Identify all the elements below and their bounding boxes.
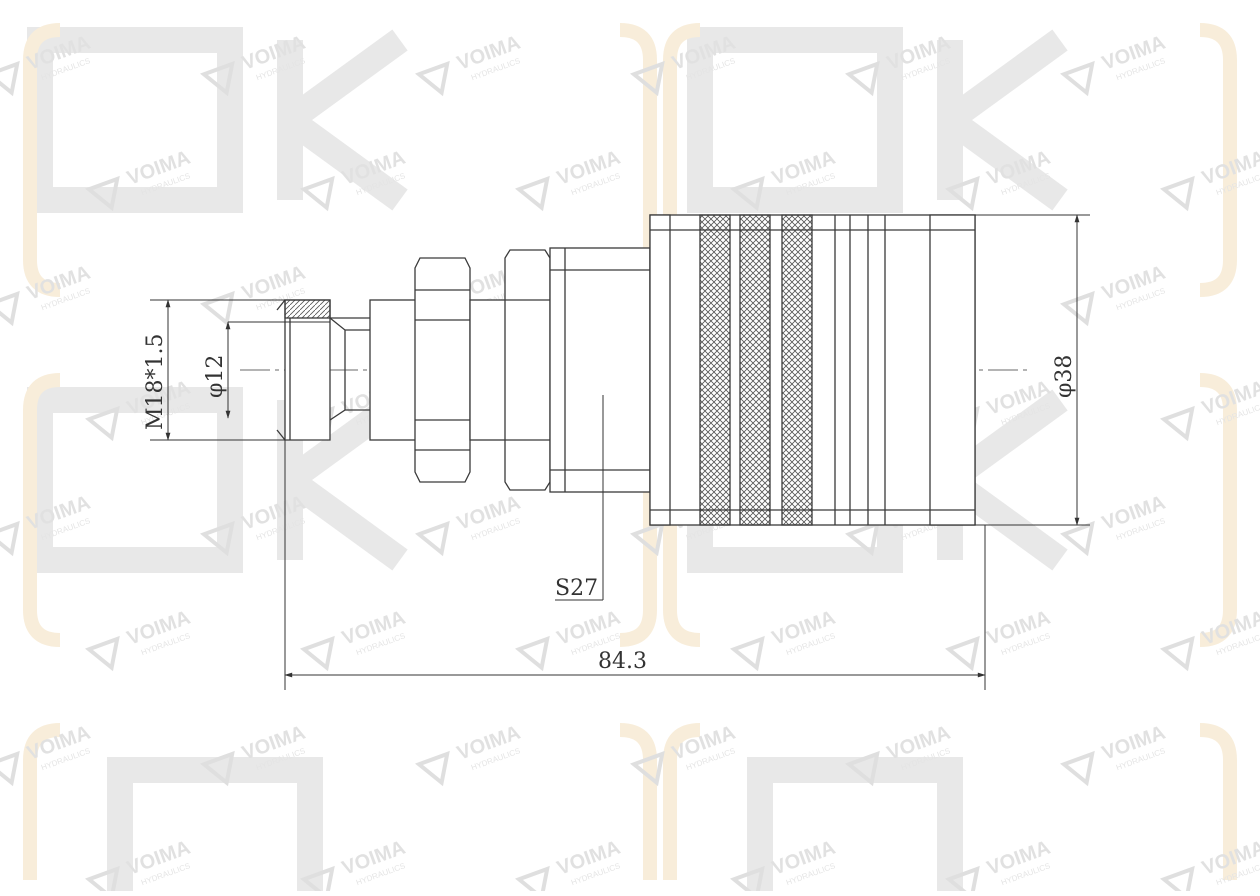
- dimension-labels: M18*1.5 φ12 φ38 S27 84.3: [143, 333, 1077, 674]
- triangle-logo-icon: [944, 175, 980, 212]
- union-nut: [369, 257, 511, 483]
- triangle-logo-icon: [1159, 175, 1195, 212]
- triangle-logo-icon: [199, 60, 235, 97]
- thread-dimension-label: M18*1.5: [143, 333, 168, 430]
- triangle-logo-icon: [1059, 60, 1095, 97]
- triangle-logo-icon: [0, 520, 20, 557]
- triangle-logo-icon: [944, 635, 980, 672]
- triangle-logo-icon: [1059, 290, 1095, 327]
- triangle-logo-icon: [844, 520, 880, 557]
- triangle-logo-icon: [1159, 405, 1195, 442]
- triangle-logo-icon: [629, 750, 665, 787]
- coupling-sleeve: [649, 214, 976, 526]
- triangle-logo-icon: [1159, 635, 1195, 672]
- triangle-logo-icon: [729, 175, 765, 212]
- triangle-logo-icon: [729, 865, 765, 896]
- triangle-logo-icon: [414, 520, 450, 557]
- triangle-logo-icon: [414, 750, 450, 787]
- triangle-logo-icon: [844, 60, 880, 97]
- triangle-logo-icon: [84, 635, 120, 672]
- triangle-logo-icon: [199, 290, 235, 327]
- triangle-logo-icon: [514, 635, 550, 672]
- triangle-logo-icon: [299, 175, 335, 212]
- triangle-logo-icon: [199, 750, 235, 787]
- triangle-logo-icon: [1059, 750, 1095, 787]
- hex-size-label: S27: [555, 576, 598, 601]
- bore-dimension-label: φ12: [203, 355, 228, 398]
- triangle-logo-icon: [1059, 520, 1095, 557]
- triangle-logo-icon: [299, 865, 335, 896]
- triangle-logo-icon: [84, 865, 120, 896]
- triangle-logo-icon: [944, 865, 980, 896]
- triangle-logo-icon: [729, 635, 765, 672]
- coupling-drawing: [240, 214, 1030, 526]
- triangle-logo-icon: [84, 405, 120, 442]
- triangle-logo-icon: [844, 750, 880, 787]
- triangle-logo-icon: [414, 60, 450, 97]
- triangle-logo-icon: [1159, 865, 1195, 896]
- triangle-logo-icon: [514, 175, 550, 212]
- triangle-logo-icon: [84, 175, 120, 212]
- triangle-logo-icon: [0, 290, 20, 327]
- triangle-logo-icon: [629, 60, 665, 97]
- triangle-logo-icon: [0, 60, 20, 97]
- hex-body: [504, 247, 651, 493]
- overall-length-label: 84.3: [598, 649, 647, 674]
- triangle-logo-icon: [299, 635, 335, 672]
- triangle-logo-icon: [0, 750, 20, 787]
- outer-diameter-label: φ38: [1052, 355, 1077, 398]
- triangle-logo-icon: [199, 520, 235, 557]
- dimensions: [150, 214, 1090, 690]
- triangle-logo-icon: [629, 520, 665, 557]
- threaded-tail: [276, 299, 370, 441]
- triangle-logo-icon: [514, 865, 550, 896]
